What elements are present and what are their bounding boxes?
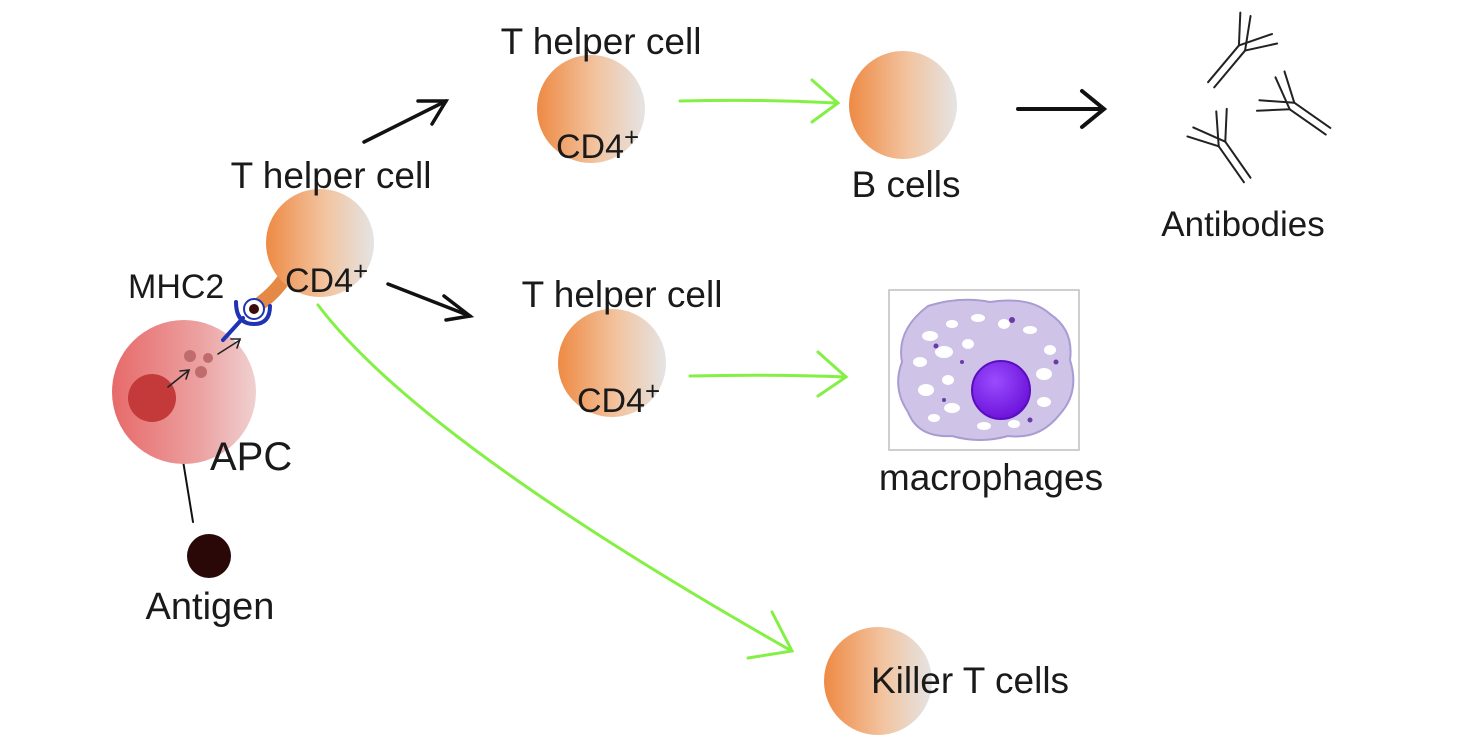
antigen-icon (187, 534, 231, 578)
cell-icon-top-helper (537, 55, 645, 163)
arrow-to-top-helper (362, 99, 450, 144)
label-antibodies: Antibodies (1161, 205, 1324, 244)
label-macrophages: macrophages (879, 457, 1103, 498)
mhc2-receptor-icon (221, 269, 293, 342)
label-mhc2: MHC2 (128, 268, 224, 306)
apc-cell-icon (112, 320, 256, 464)
label-cd4-top: CD4+ (556, 122, 639, 166)
cell-icon-b-cell (849, 51, 957, 159)
cell-icon-killer-t (824, 627, 932, 735)
label-killer-t: Killer T cells (871, 660, 1069, 701)
arrow-to-antibodies (1016, 89, 1108, 129)
arrow-to-b-cells (678, 78, 841, 124)
macrophage-icon (888, 289, 1080, 451)
cell-icon-center-helper (266, 189, 374, 297)
cell-icon-mid-helper (558, 309, 666, 417)
label-cd4-center: CD4+ (285, 256, 368, 300)
label-t-helper-top: T helper cell (501, 21, 702, 62)
label-apc: APC (210, 435, 292, 479)
label-t-helper-mid: T helper cell (522, 274, 723, 315)
label-b-cells: B cells (852, 164, 961, 205)
arrow-to-killer-t (316, 303, 795, 660)
label-t-helper-center: T helper cell (231, 155, 432, 196)
arrow-to-macrophages (688, 350, 849, 398)
antibody-icon (1186, 11, 1332, 184)
arrow-to-mid-helper (386, 282, 475, 322)
label-antigen: Antigen (146, 586, 275, 628)
label-cd4-mid: CD4+ (577, 376, 660, 420)
